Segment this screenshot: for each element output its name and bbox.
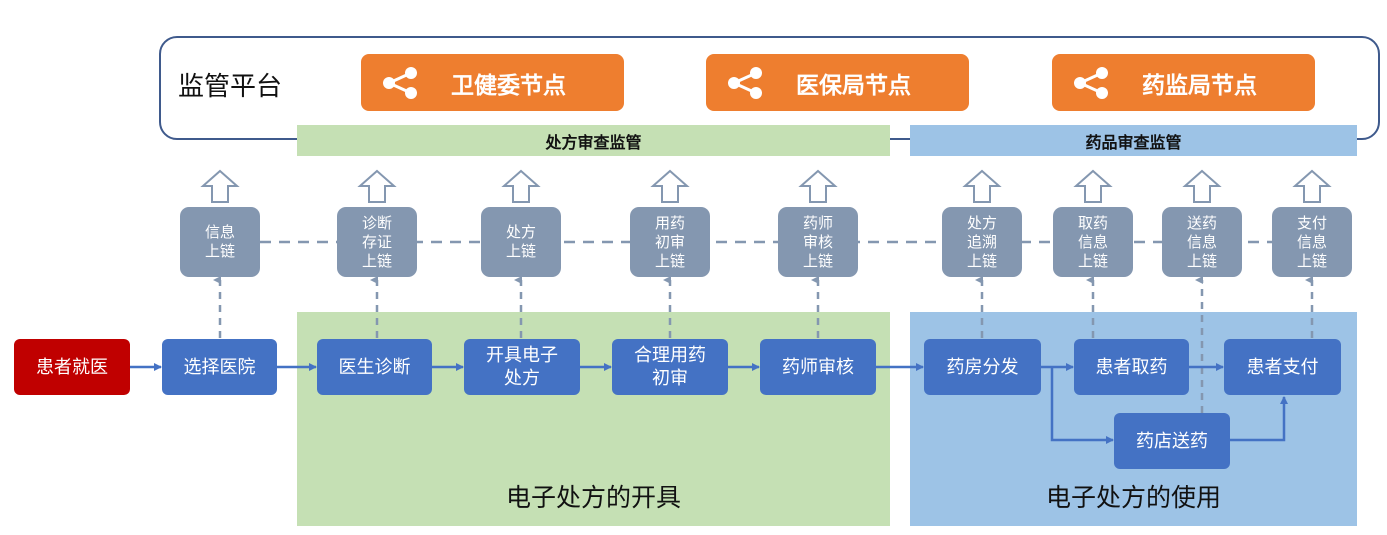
chain-box-pickup-info: 取药 信息 上链 — [1053, 207, 1133, 277]
hollow-up-arrow — [1073, 169, 1113, 203]
node-label: 药监局节点 — [1142, 71, 1257, 99]
chain-box-medication-check: 用药 初审 上链 — [630, 207, 710, 277]
chain-box-diagnosis: 诊断 存证 上链 — [337, 207, 417, 277]
drug-administration-node: 药监局节点 — [1052, 54, 1315, 111]
chain-box-delivery-info: 送药 信息 上链 — [1162, 207, 1242, 277]
prescription-review-band: 处方审查监管 — [297, 125, 890, 156]
chain-box-info: 信息 上链 — [180, 207, 260, 277]
chain-box-prescription-trace: 处方 追溯 上链 — [942, 207, 1022, 277]
step-doctor-diagnosis: 医生诊断 — [317, 339, 432, 395]
hollow-up-arrow — [1292, 169, 1332, 203]
medical-insurance-node: 医保局节点 — [706, 54, 969, 111]
share-node-icon — [728, 66, 762, 99]
chain-box-payment-info: 支付 信息 上链 — [1272, 207, 1352, 277]
health-commission-node: 卫健委节点 — [361, 54, 624, 111]
node-label: 医保局节点 — [796, 71, 911, 99]
hollow-up-arrow — [650, 169, 690, 203]
node-label: 卫健委节点 — [451, 71, 566, 99]
hollow-up-arrow — [798, 169, 838, 203]
step-pharmacy-dispense: 药房分发 — [924, 339, 1041, 395]
drug-review-band: 药品审查监管 — [910, 125, 1357, 156]
hollow-up-arrow — [200, 169, 240, 203]
hollow-up-arrow — [501, 169, 541, 203]
step-patient-pickup: 患者取药 — [1074, 339, 1189, 395]
flow-arrow — [1050, 367, 1114, 444]
step-choose-hospital: 选择医院 — [162, 339, 277, 395]
step-pharmacist-review: 药师审核 — [760, 339, 876, 395]
step-pharmacy-delivery: 药店送药 — [1114, 413, 1230, 469]
share-node-icon — [383, 66, 417, 99]
step-issue-prescription: 开具电子 处方 — [464, 339, 580, 395]
hollow-up-arrow — [357, 169, 397, 203]
step-patient-visit: 患者就医 — [14, 339, 130, 395]
flow-arrow — [1230, 396, 1288, 442]
usage-zone-title: 电子处方的使用 — [1045, 483, 1221, 512]
hollow-up-arrow — [1182, 169, 1222, 203]
share-node-icon — [1074, 66, 1108, 99]
hollow-up-arrow — [962, 169, 1002, 203]
step-patient-payment: 患者支付 — [1224, 339, 1341, 395]
chain-box-pharmacist-review: 药师 审核 上链 — [778, 207, 858, 277]
issuance-zone-title: 电子处方的开具 — [505, 483, 681, 512]
step-medication-check: 合理用药 初审 — [612, 339, 728, 395]
platform-title: 监管平台 — [178, 72, 283, 102]
chain-box-prescription: 处方 上链 — [481, 207, 561, 277]
